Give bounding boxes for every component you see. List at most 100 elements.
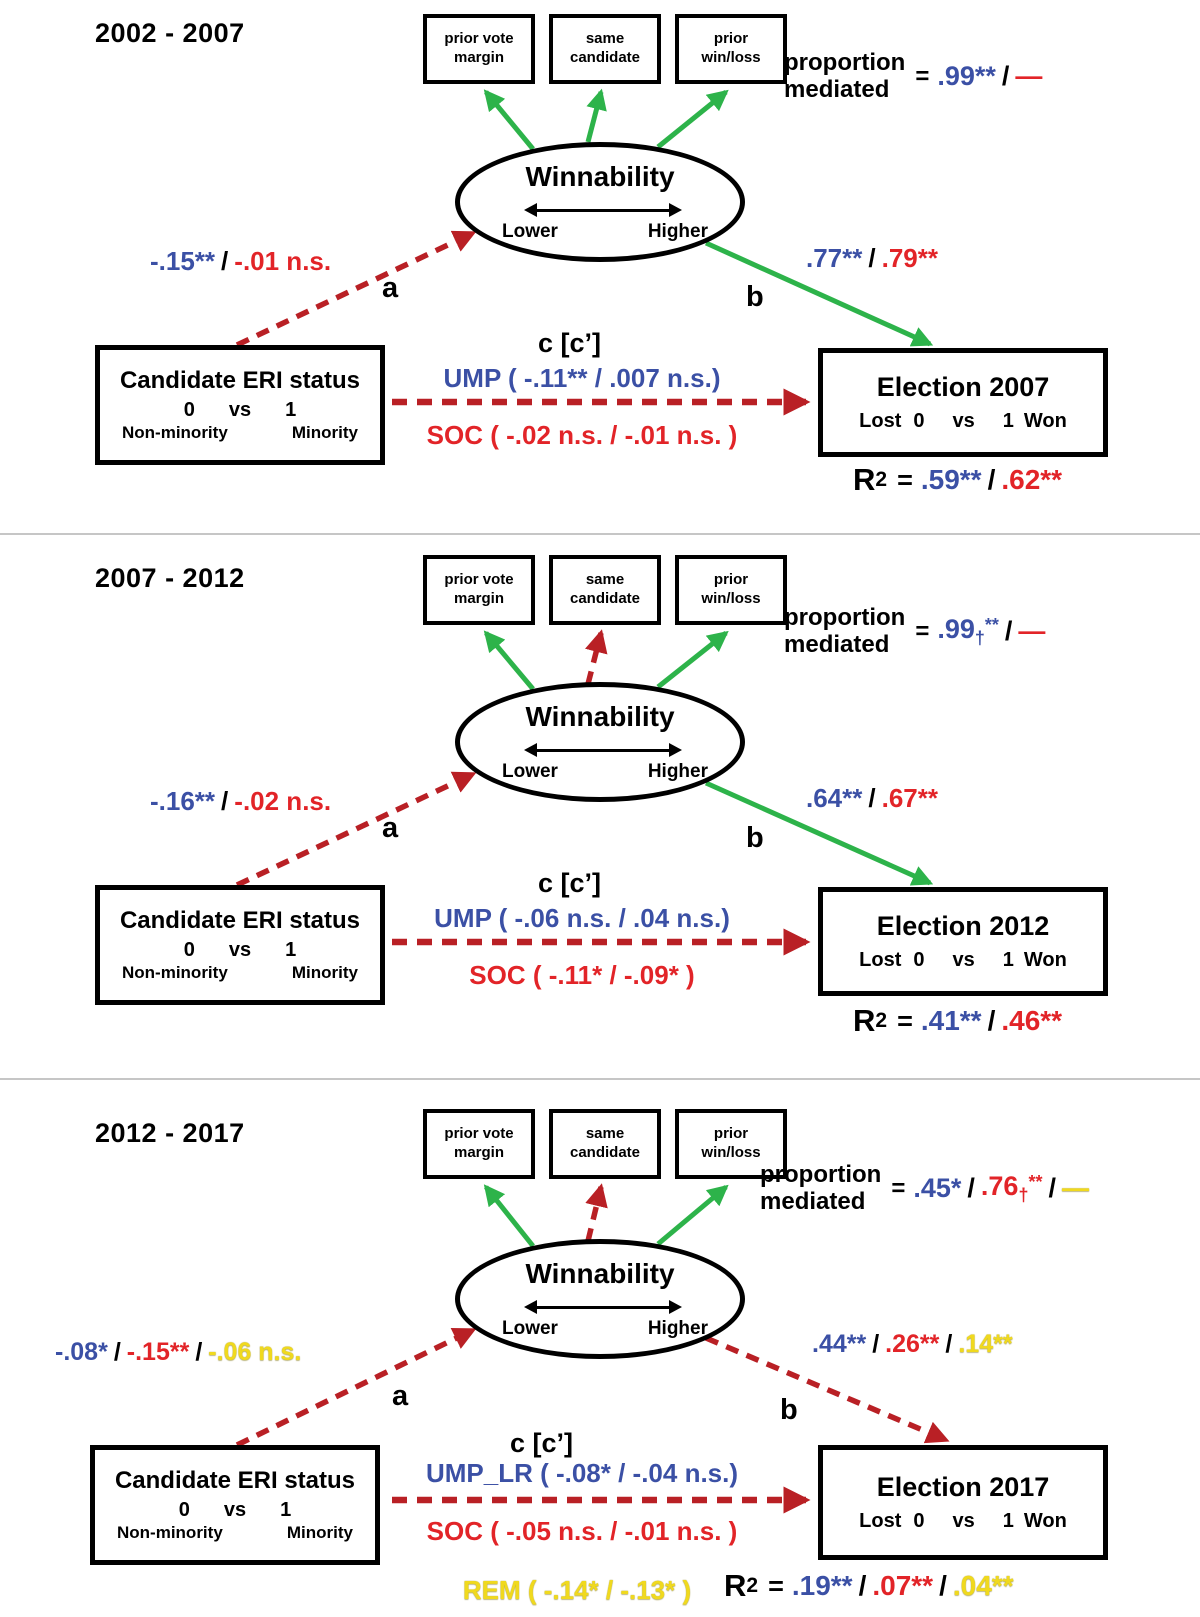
indicator-line2: win/loss bbox=[701, 49, 761, 66]
path-c-label: c [c’] bbox=[538, 868, 602, 898]
proportion-mediated: proportion mediated = .45* / .76†** / — bbox=[760, 1161, 1089, 1216]
predictor-title: Candidate ERI status bbox=[119, 367, 361, 394]
indicator-box-same-candidate: same candidate bbox=[549, 555, 661, 625]
higher-label: Higher bbox=[647, 761, 708, 782]
proportion-mediated-label: proportion mediated bbox=[760, 1161, 882, 1215]
higher-label: Higher bbox=[647, 221, 708, 242]
indicator-box-prior-win-loss: prior win/loss bbox=[675, 555, 787, 625]
outcome-scale: Lost 0 vs 1 Won bbox=[859, 410, 1067, 432]
path-b-coefficients: .64**/.67** bbox=[806, 783, 939, 813]
path-a-label: a bbox=[382, 812, 399, 844]
indicator-box-prior-win-loss: prior win/loss bbox=[675, 14, 787, 84]
outcome-title: Election 2007 bbox=[876, 372, 1050, 402]
predictor-scale-labels: Non-minority Minority bbox=[122, 423, 358, 442]
indicator-line1: prior bbox=[713, 30, 749, 48]
path-a-coefficients: -.15**/-.01 n.s. bbox=[150, 246, 332, 276]
predictor-scale-values: 0 vs 1 bbox=[183, 939, 297, 961]
prop-mediated-ump-lr: .45* bbox=[913, 1173, 962, 1204]
indicator-line1: same bbox=[585, 30, 625, 48]
bidirectional-arrow-icon bbox=[524, 204, 682, 216]
panel-2012-2017: 2012 - 2017 prior vote margin same candi… bbox=[0, 1078, 1200, 1617]
path-a-coefficients: -.08*/-.15**/-.06 n.s. bbox=[55, 1338, 302, 1366]
indicator-box-same-candidate: same candidate bbox=[549, 1109, 661, 1179]
mediator-ellipse: Winnability Lower Higher bbox=[455, 1239, 745, 1359]
path-c-label: c [c’] bbox=[538, 328, 602, 358]
lower-label: Lower bbox=[502, 761, 558, 782]
indicator-line2: margin bbox=[453, 49, 504, 66]
winnability-title: Winnability bbox=[525, 701, 675, 732]
panel-2002-2007: 2002 - 2007 prior vote margin same candi… bbox=[0, 0, 1200, 533]
predictor-title: Candidate ERI status bbox=[119, 907, 361, 934]
prop-mediated-ump: .99†** bbox=[937, 614, 999, 649]
lower-label: Lower bbox=[502, 1318, 558, 1339]
arrow-to-same-candidate bbox=[585, 1183, 608, 1242]
predictor-scale-labels: Non-minority Minority bbox=[122, 963, 358, 982]
path-b-label: b bbox=[746, 281, 764, 313]
winnability-title: Winnability bbox=[525, 161, 675, 192]
outcome-box: Election 2017 Lost 0 vs 1 Won bbox=[818, 1445, 1108, 1560]
indicator-box-prior-vote-margin: prior vote margin bbox=[423, 1109, 535, 1179]
prop-mediated-ump: .99** bbox=[937, 61, 996, 92]
direct-effect-soc: SOC ( -.11* / -.09* ) bbox=[469, 960, 695, 990]
mediator-ellipse: Winnability Lower Higher bbox=[455, 682, 745, 802]
proportion-mediated-values: = .45* / .76†** / — bbox=[891, 1171, 1089, 1206]
outcome-title: Election 2012 bbox=[876, 911, 1050, 941]
bidirectional-arrow-icon bbox=[524, 1301, 682, 1313]
outcome-box: Election 2012 Lost 0 vs 1 Won bbox=[818, 887, 1108, 996]
arrow-to-prior-vote-margin bbox=[483, 630, 535, 691]
bidirectional-arrow-icon bbox=[524, 744, 682, 756]
period-label: 2007 - 2012 bbox=[95, 563, 245, 593]
mediator-ellipse: Winnability Lower Higher bbox=[455, 142, 745, 262]
lower-label: Lower bbox=[502, 221, 558, 242]
proportion-mediated-values: = .99** / — bbox=[915, 61, 1043, 92]
arrow-to-prior-win-loss bbox=[656, 630, 729, 689]
path-b-label: b bbox=[780, 1394, 798, 1426]
outcome-box: Election 2007 Lost 0 vs 1 Won bbox=[818, 348, 1108, 457]
predictor-title: Candidate ERI status bbox=[114, 1467, 356, 1494]
arrow-to-same-candidate bbox=[585, 629, 608, 685]
direct-effect-ump: UMP ( -.06 n.s. / .04 n.s.) bbox=[434, 903, 730, 933]
arrow-to-same-candidate bbox=[585, 88, 607, 143]
period-label: 2002 - 2007 bbox=[95, 18, 245, 48]
predictor-scale-labels: Non-minority Minority bbox=[117, 1523, 353, 1542]
indicator-line1: prior vote bbox=[444, 30, 514, 48]
proportion-mediated: proportion mediated = .99†** / — bbox=[784, 604, 1046, 659]
predictor-scale-values: 0 vs 1 bbox=[178, 1499, 292, 1521]
prop-mediated-soc: .76†** bbox=[980, 1171, 1043, 1206]
path-b-coefficients: .44**/.26**/.14** bbox=[812, 1330, 1013, 1358]
prop-mediated-rem: — bbox=[1061, 1173, 1089, 1204]
outcome-title: Election 2017 bbox=[876, 1472, 1050, 1502]
direct-effect-soc: SOC ( -.05 n.s. / -.01 n.s. ) bbox=[426, 1516, 738, 1546]
prop-mediated-soc: — bbox=[1018, 616, 1046, 647]
indicator-box-same-candidate: same candidate bbox=[549, 14, 661, 84]
indicator-box-prior-win-loss: prior win/loss bbox=[675, 1109, 787, 1179]
direct-effect-ump-lr: UMP_LR ( -.08* / -.04 n.s.) bbox=[425, 1458, 739, 1488]
arrow-to-prior-vote-margin bbox=[483, 89, 535, 151]
direct-effect-soc: SOC ( -.02 n.s. / -.01 n.s. ) bbox=[426, 420, 738, 450]
arrow-to-prior-win-loss bbox=[656, 89, 729, 149]
proportion-mediated-label: proportion mediated bbox=[784, 604, 906, 658]
arrow-to-prior-vote-margin bbox=[483, 1184, 535, 1248]
direct-effect-rem: REM ( -.14* / -.13* ) bbox=[462, 1575, 692, 1605]
proportion-mediated-label: proportion mediated bbox=[784, 49, 906, 103]
higher-label: Higher bbox=[647, 1318, 708, 1339]
indicator-box-prior-vote-margin: prior vote margin bbox=[423, 555, 535, 625]
path-c-label: c [c’] bbox=[510, 1428, 574, 1458]
proportion-mediated-values: = .99†** / — bbox=[915, 614, 1046, 649]
prop-mediated-soc: — bbox=[1015, 61, 1043, 92]
direct-effect-ump: UMP ( -.11** / .007 n.s.) bbox=[443, 363, 721, 393]
panel-2007-2012: 2007 - 2012 prior vote margin same candi… bbox=[0, 533, 1200, 1080]
outcome-scale: Lost 0 vs 1 Won bbox=[859, 1510, 1067, 1532]
indicator-line2: candidate bbox=[569, 49, 641, 66]
outcome-scale: Lost 0 vs 1 Won bbox=[859, 949, 1067, 971]
indicator-box-prior-vote-margin: prior vote margin bbox=[423, 14, 535, 84]
path-b-label: b bbox=[746, 822, 764, 854]
predictor-box: Candidate ERI status 0 vs 1 Non-minority… bbox=[95, 885, 385, 1005]
predictor-scale-values: 0 vs 1 bbox=[183, 399, 297, 421]
path-a-coefficients: -.16**/-.02 n.s. bbox=[150, 786, 332, 816]
path-b-coefficients: .77**/.79** bbox=[806, 243, 939, 273]
predictor-box: Candidate ERI status 0 vs 1 Non-minority… bbox=[95, 345, 385, 465]
